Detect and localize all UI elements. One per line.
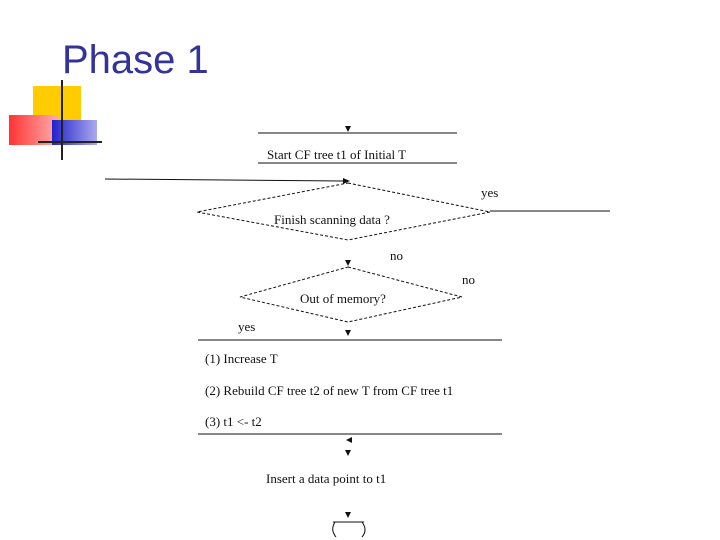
process-step-3: (3) t1 <- t2 bbox=[205, 414, 262, 429]
decision-finish-no-label: no bbox=[390, 248, 403, 263]
process-step-1: (1) Increase T bbox=[205, 351, 278, 366]
arrow-into-memory bbox=[345, 260, 351, 266]
decision-finish-diamond bbox=[196, 182, 491, 241]
arrow-return-left bbox=[346, 437, 352, 443]
loop-return-line bbox=[104, 178, 344, 182]
arrow-into-start bbox=[345, 126, 351, 132]
decision-finish-label: Finish scanning data ? bbox=[274, 212, 390, 227]
decor-vertical-line bbox=[61, 80, 63, 160]
arrow-into-end bbox=[345, 512, 351, 518]
decor-red-bar bbox=[9, 115, 57, 145]
decision-memory-yes-label: yes bbox=[238, 319, 255, 334]
decision-finish-yes-label: yes bbox=[481, 185, 498, 200]
arrow-into-process bbox=[345, 330, 351, 336]
decision-memory-diamond bbox=[239, 266, 463, 323]
end-terminal-shape bbox=[332, 521, 366, 538]
decision-memory-label: Out of memory? bbox=[300, 291, 386, 306]
slide-title: Phase 1 bbox=[62, 38, 209, 82]
decor-horizontal-line bbox=[38, 141, 102, 143]
start-box-label: Start CF tree t1 of Initial T bbox=[267, 147, 406, 162]
process-step-2: (2) Rebuild CF tree t2 of new T from CF … bbox=[205, 383, 453, 398]
arrow-into-diamond bbox=[343, 178, 350, 184]
decor-blue-bar bbox=[52, 120, 97, 145]
arrow-into-insert bbox=[345, 450, 351, 456]
decision-memory-no-label: no bbox=[462, 272, 475, 287]
insert-point-label: Insert a data point to t1 bbox=[266, 471, 386, 486]
